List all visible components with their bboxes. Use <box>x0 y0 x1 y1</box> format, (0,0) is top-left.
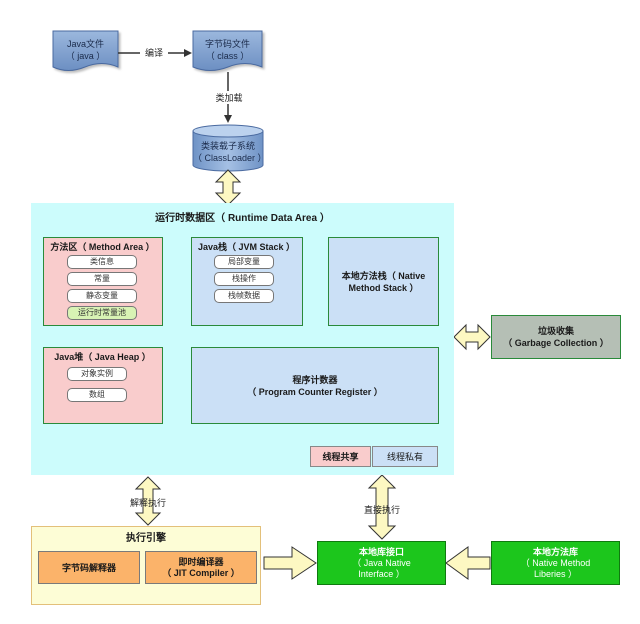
native-lib-line3: Liberies ） <box>533 568 578 579</box>
classloader-cylinder <box>192 124 264 172</box>
method-area-item: 常量 <box>67 272 137 286</box>
java-heap: Java堆（ Java Heap ） 对象实例 数组 <box>43 347 163 424</box>
execution-engine-title: 执行引擎 <box>126 533 166 544</box>
compile-label: 编译 <box>140 46 168 59</box>
jvm-stack-item: 栈操作 <box>214 272 274 286</box>
classloader-line2: （ ClassLoader ） <box>193 153 267 163</box>
jni-line3: Interface ） <box>358 568 405 579</box>
execution-engine: 执行引擎 字节码解释器 即时编译器 （ JIT Compiler ） <box>31 526 261 605</box>
program-counter-register: 程序计数器 （ Program Counter Register ） <box>191 347 439 424</box>
java-heap-title: Java堆（ Java Heap ） <box>54 352 151 362</box>
native-method-library: 本地方法库 （ Native Method Liberies ） <box>491 541 620 585</box>
interpret-label: 解释执行 <box>129 498 166 508</box>
runtime-jni-arrow <box>367 474 397 540</box>
runtime-title: 运行时数据区（ Runtime Data Area ） <box>155 213 330 224</box>
native-lib-line2: （ Native Method <box>520 557 591 568</box>
native-stack-line1: 本地方法栈（ Native <box>341 270 426 281</box>
jvm-stack-item: 局部变量 <box>214 255 274 269</box>
load-arrowhead <box>224 115 232 123</box>
java-file: Java文件 （ java ） <box>53 37 118 63</box>
method-area-item: 静态变量 <box>67 289 137 303</box>
bytecode-file: 字节码文件 （ class ） <box>193 37 262 63</box>
runtime-data-area: 运行时数据区（ Runtime Data Area ） 方法区（ Method … <box>31 203 454 475</box>
bytecode-interpreter: 字节码解释器 <box>38 551 140 584</box>
method-area: 方法区（ Method Area ） 类信息 常量 静态变量 运行时常量池 <box>43 237 163 326</box>
classloader-runtime-arrow <box>214 169 242 206</box>
runtime-engine-arrow <box>134 476 162 526</box>
nativelib-jni-arrow <box>445 546 491 580</box>
java-file-shape <box>52 30 119 71</box>
load-label: 类加载 <box>212 91 246 104</box>
pc-line1: 程序计数器 <box>292 374 338 385</box>
garbage-collection: 垃圾收集 （ Garbage Collection ） <box>491 315 621 359</box>
java-file-line1: Java文件 <box>66 39 104 49</box>
engine-jni-arrow <box>263 546 317 580</box>
jni-line2: （ Java Native <box>352 557 411 568</box>
java-heap-item: 对象实例 <box>67 367 127 381</box>
jvm-stack-title: Java栈（ JVM Stack ） <box>197 242 296 252</box>
bytecode-file-shape <box>192 30 263 71</box>
bytecode-file-line2: （ class ） <box>205 51 250 61</box>
gc-line1: 垃圾收集 <box>537 326 574 336</box>
bytecode-file-line1: 字节码文件 <box>204 39 250 49</box>
classloader-line1: 类装载子系统 <box>200 141 255 151</box>
runtime-gc-arrow <box>453 323 491 351</box>
gc-line2: （ Garbage Collection ） <box>503 338 609 348</box>
jit-compiler: 即时编译器 （ JIT Compiler ） <box>145 551 257 584</box>
java-heap-item: 数组 <box>67 388 127 402</box>
pc-line2: （ Program Counter Register ） <box>247 386 383 397</box>
method-area-title: 方法区（ Method Area ） <box>50 242 155 252</box>
direct-label: 直接执行 <box>363 505 400 515</box>
legend-thread-private: 线程私有 <box>372 446 438 467</box>
compile-arrowhead <box>184 49 192 57</box>
native-method-stack: 本地方法栈（ Native Method Stack ） <box>328 237 439 326</box>
native-stack-line2: Method Stack ） <box>348 282 419 293</box>
method-area-item: 类信息 <box>67 255 137 269</box>
native-lib-line1: 本地方法库 <box>532 546 578 557</box>
java-file-line2: （ java ） <box>65 51 106 61</box>
jvm-stack-item: 栈帧数据 <box>214 289 274 303</box>
jvm-stack: Java栈（ JVM Stack ） 局部变量 栈操作 栈帧数据 <box>191 237 303 326</box>
method-area-item-runtime-constant-pool: 运行时常量池 <box>67 306 137 320</box>
jni-line1: 本地库接口 <box>358 546 404 557</box>
classloader: 类装载子系统 （ ClassLoader ） <box>193 138 267 166</box>
legend-thread-shared: 线程共享 <box>310 446 371 467</box>
java-native-interface: 本地库接口 （ Java Native Interface ） <box>317 541 446 585</box>
